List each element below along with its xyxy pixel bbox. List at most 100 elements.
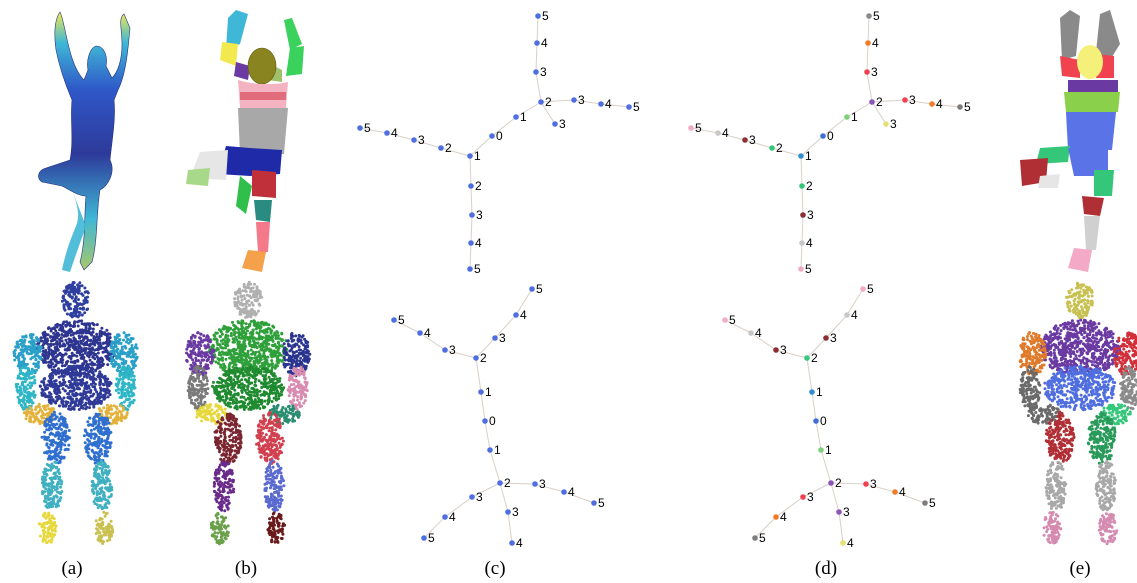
point (87, 347, 91, 351)
point (56, 443, 60, 447)
point (256, 309, 260, 313)
point (228, 453, 232, 457)
point (103, 377, 107, 381)
point (55, 485, 59, 489)
point (260, 367, 264, 371)
point (108, 445, 112, 448)
point (92, 451, 96, 455)
point (270, 370, 274, 373)
point (64, 425, 68, 429)
point (195, 345, 199, 349)
point (62, 374, 66, 378)
point (43, 526, 47, 530)
point (49, 451, 53, 454)
point (270, 355, 274, 359)
point (84, 343, 88, 346)
point (192, 361, 196, 365)
point (53, 520, 57, 524)
point (35, 368, 38, 372)
point (99, 400, 103, 404)
point (279, 353, 283, 357)
point (198, 413, 202, 417)
point (71, 285, 74, 288)
point (294, 370, 298, 374)
point (92, 373, 96, 377)
point (33, 378, 37, 382)
point (92, 491, 96, 495)
point (37, 341, 41, 345)
point (76, 324, 80, 328)
point (40, 387, 44, 391)
point (303, 399, 307, 403)
point (274, 336, 278, 340)
point (282, 342, 286, 346)
point (292, 382, 296, 386)
point (305, 389, 309, 393)
point (302, 388, 306, 392)
point (216, 436, 220, 440)
point (96, 359, 100, 363)
point (50, 380, 54, 384)
point (46, 436, 50, 440)
point (109, 381, 113, 385)
point (85, 390, 89, 394)
point (263, 399, 267, 403)
point (269, 331, 273, 335)
point (218, 425, 222, 428)
point (256, 368, 259, 372)
point (88, 406, 91, 410)
point (108, 336, 112, 340)
point (200, 358, 204, 362)
point (104, 380, 108, 384)
point (41, 331, 45, 335)
point (74, 342, 78, 346)
point (104, 354, 108, 358)
point (259, 358, 263, 361)
point (249, 282, 253, 286)
point (258, 389, 262, 393)
point (78, 281, 82, 285)
point (190, 372, 194, 375)
point (247, 303, 251, 307)
point (78, 331, 82, 335)
point (91, 327, 95, 331)
point (240, 405, 244, 409)
point (44, 482, 48, 486)
point (101, 444, 105, 447)
point (256, 321, 260, 325)
point (287, 370, 291, 374)
point (278, 337, 282, 341)
point (71, 314, 75, 318)
point (59, 447, 63, 451)
point (128, 401, 132, 405)
point (46, 526, 50, 530)
point (73, 324, 77, 328)
point (132, 393, 136, 397)
point (97, 341, 101, 345)
point (58, 459, 62, 463)
point (47, 428, 51, 432)
point (115, 354, 119, 358)
point (21, 335, 25, 339)
point (47, 351, 50, 355)
point (73, 299, 77, 303)
point (65, 402, 68, 406)
point (257, 290, 261, 294)
point (202, 377, 206, 381)
point (288, 344, 292, 348)
point (14, 383, 18, 386)
point (230, 382, 234, 386)
point (97, 444, 101, 447)
point (185, 359, 189, 363)
point (103, 531, 107, 535)
point (229, 334, 233, 338)
point (95, 332, 99, 336)
point (80, 335, 84, 338)
point (96, 413, 100, 417)
point (233, 324, 237, 328)
point (265, 370, 269, 374)
point (58, 475, 62, 479)
point (118, 365, 121, 369)
point (237, 328, 241, 331)
point (202, 334, 206, 338)
